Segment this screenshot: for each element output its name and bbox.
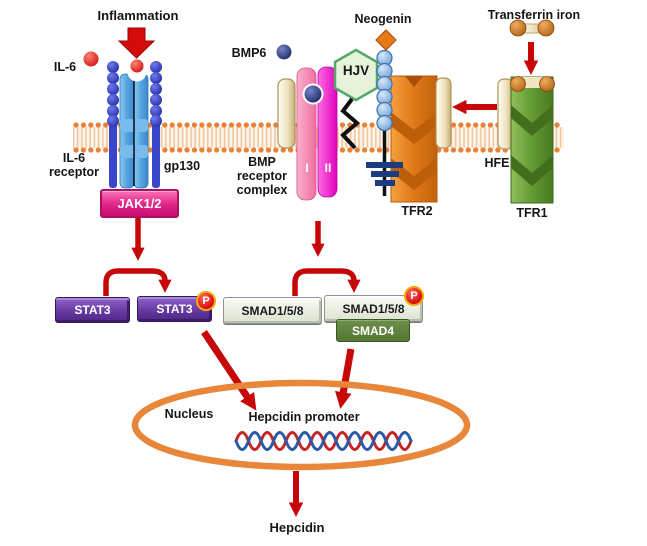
bmp6-bound-ligand: [304, 85, 322, 103]
il6-receptor-complex: [107, 59, 162, 189]
neogenin-protein: [366, 29, 403, 196]
transferrin-iron-ligand: [509, 19, 555, 37]
il6-receptor-label: IL-6 receptor: [48, 151, 100, 179]
hepcidin-promoter-label: Hepcidin promoter: [248, 410, 360, 424]
stat3-phosphorylation-arrow: [103, 268, 172, 296]
jak12-box: JAK1/2: [100, 189, 179, 218]
neogenin-crossbar: [375, 180, 395, 186]
neogenin-crossbar: [366, 162, 403, 168]
hjv-label: HJV: [342, 63, 370, 78]
tfr1-chevron: [511, 105, 553, 136]
stat3-box: STAT3: [55, 297, 130, 323]
signal-arrows: [103, 27, 539, 517]
smad158-phospho-box: SMAD1/5/8: [324, 295, 423, 322]
il6r-bead-chain: [107, 61, 119, 127]
bmp6-label: BMP6: [231, 46, 267, 60]
coreceptor-cylinder: [277, 78, 296, 149]
tfr2-chevron: [391, 158, 437, 190]
receptor-type1-label: I: [305, 161, 309, 175]
hjv-protein: [333, 48, 379, 102]
gp130-label: gp130: [163, 159, 201, 173]
receptor-type2-label: II: [324, 161, 332, 175]
tfr2-protein: [390, 75, 452, 203]
il6-ligand: [83, 51, 99, 67]
dna-double-helix: [234, 431, 413, 451]
tfr1-protein: [510, 76, 555, 204]
iron-atom: [537, 19, 555, 37]
neogenin-label: Neogenin: [354, 12, 412, 26]
tfr1-chevron: [511, 155, 553, 186]
il6r-stem: [109, 114, 117, 188]
bmp6-ligand: [276, 44, 292, 60]
gp130-stem: [152, 114, 160, 188]
il6-label: IL-6: [53, 60, 77, 74]
hfe-label: HFE: [484, 156, 510, 170]
gp130-bead-chain: [150, 61, 162, 127]
bmp-receptor-complex-label: BMP receptor complex: [236, 155, 288, 197]
transferrin-iron-label: Transferrin iron: [487, 8, 581, 22]
smad158-box: SMAD1/5/8: [223, 297, 322, 324]
inflammation-label: Inflammation: [97, 8, 179, 23]
neogenin-bead-chain: [376, 49, 393, 132]
smad-phosphorylation-arrow: [292, 268, 361, 296]
stat3-phospho-badge: P: [196, 291, 216, 311]
tfr1-binding-notch: [522, 77, 543, 88]
tfr2-chevron: [391, 112, 437, 144]
nucleus-envelope: [131, 379, 471, 471]
tfr2-stalk-cylinder: [435, 77, 452, 149]
gpi-anchor-zigzag: [340, 97, 361, 150]
bmp-receptor-type2: [317, 66, 338, 198]
smad4-box: SMAD4: [336, 319, 410, 342]
tfr2-label: TFR2: [401, 204, 433, 218]
il6-bound-ligand: [130, 59, 144, 73]
iron-atom: [509, 19, 527, 37]
inflammation-arrow: [117, 27, 156, 59]
iron-atom: [539, 76, 555, 92]
iron-atom: [510, 76, 526, 92]
nucleus-label: Nucleus: [164, 407, 214, 421]
tfr2-notch: [405, 76, 423, 87]
neogenin-crossbar: [371, 171, 399, 177]
bmp-receptor-complex-proteins: [277, 66, 338, 201]
dna-strand-blue: [234, 431, 413, 451]
hepcidin-label: Hepcidin: [269, 520, 325, 535]
smad-phospho-badge: P: [404, 286, 424, 306]
tfr1-label: TFR1: [516, 206, 548, 220]
neogenin-head-diamond: [375, 29, 397, 51]
